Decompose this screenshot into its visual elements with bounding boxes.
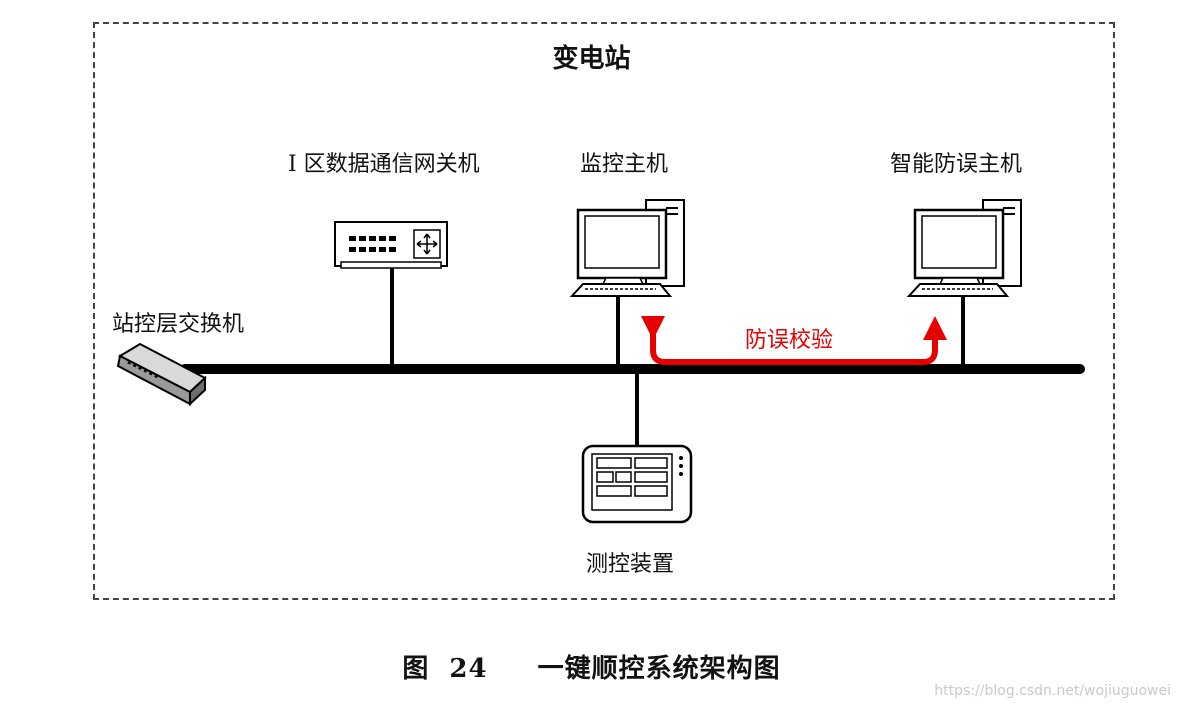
watermark: https://blog.csdn.net/wojiuguowei [934, 683, 1171, 699]
anti-misop-check-arrow [641, 316, 947, 365]
monitor-host-label: 监控主机 [580, 152, 669, 177]
substation-boundary [93, 22, 1115, 600]
anti-misop-host-label: 智能防误主机 [890, 152, 1023, 177]
gateway-label: I 区数据通信网关机 [288, 152, 480, 177]
figure-caption: 图 24 一键顺控系统架构图 [0, 648, 1183, 685]
measure-control-label: 测控装置 [586, 552, 675, 577]
caption-text: 一键顺控系统架构图 [537, 654, 781, 684]
diagram-title: 变电站 [552, 44, 631, 74]
network-switch-icon [116, 342, 207, 407]
caption-number: 24 [449, 654, 488, 684]
anti-misop-check-label: 防误校验 [745, 328, 834, 353]
control-panel-icon [581, 444, 693, 524]
switch-label: 站控层交换机 [112, 312, 245, 337]
computer-icon [906, 199, 1022, 297]
gateway-device-icon [334, 221, 448, 269]
caption-fig: 图 [402, 654, 430, 684]
computer-icon [569, 199, 685, 297]
